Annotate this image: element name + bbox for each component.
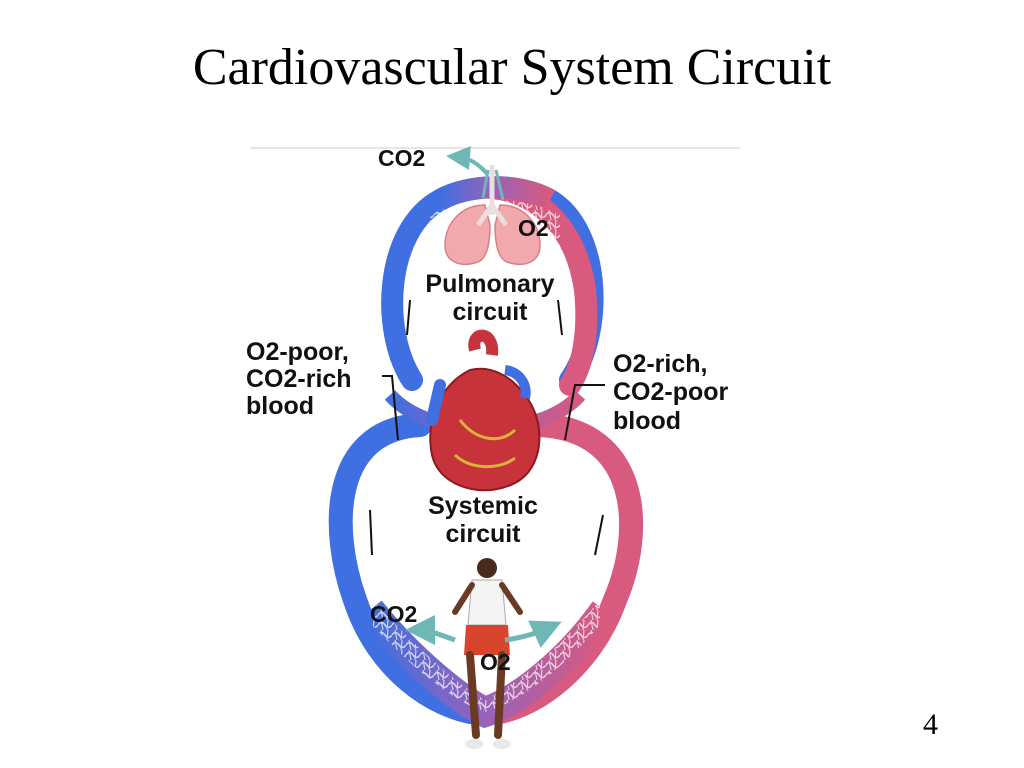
- person-illustration: [452, 558, 523, 749]
- left-label-bracket: [382, 375, 399, 441]
- pulmonary-label-line2: circuit: [452, 298, 528, 326]
- left-blood-label-line3: blood: [246, 392, 314, 420]
- top-co2-arrow: [446, 146, 490, 177]
- systemic-label-line1: Systemic: [428, 492, 538, 520]
- page-number: 4: [923, 708, 938, 741]
- slide-title: Cardiovascular System Circuit: [192, 39, 832, 96]
- bottom-co2-arrow: [405, 615, 456, 646]
- top-o2-label: O2: [518, 215, 549, 241]
- lungs-illustration: [444, 165, 541, 266]
- bottom-o2-label: O2: [480, 649, 511, 675]
- pulmonary-label-line1: Pulmonary: [425, 270, 554, 298]
- right-label-bracket: [564, 384, 605, 441]
- right-blood-label-line1: O2-rich,: [613, 350, 707, 378]
- bottom-co2-label: CO2: [370, 601, 417, 627]
- right-blood-label-line2: CO2-poor: [613, 378, 729, 406]
- flow-tick-left-systemic: [369, 509, 373, 556]
- systemic-label-line2: circuit: [445, 520, 521, 548]
- bottom-o2-arrow: [504, 620, 562, 648]
- flow-tick-right-pulmonary: [557, 299, 563, 336]
- top-co2-label: CO2: [378, 145, 425, 171]
- left-blood-label-line1: O2-poor,: [246, 338, 349, 366]
- right-blood-label-line3: blood: [613, 407, 681, 435]
- left-blood-label-line2: CO2-rich: [246, 365, 352, 393]
- flow-tick-right-systemic: [594, 514, 604, 556]
- flow-tick-left-pulmonary: [406, 299, 411, 336]
- heart-illustration: [426, 329, 541, 492]
